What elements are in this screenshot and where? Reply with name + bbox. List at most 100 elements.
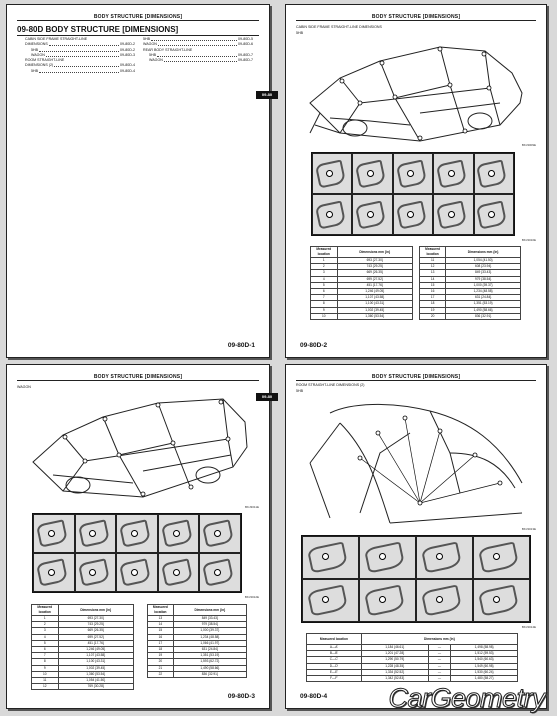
page-number: 09-80D-3 [227, 693, 255, 700]
variant-label: 5HB [296, 31, 303, 35]
figure-code: BKJ3014E [521, 625, 536, 629]
page-number: 09-80D-2 [300, 342, 328, 349]
toc-entry-title: CABIN SIDE FRAME STRAIGHT-LINE [25, 37, 88, 41]
toc-entry[interactable]: 5HB 09-80D-4 [25, 69, 135, 74]
car-body-diagram [309, 46, 523, 142]
subtitle: CABIN SIDE FRAME STRAIGHT-LINE DIMENSION… [296, 25, 382, 29]
toc-entry[interactable]: REAR BODY STRAIGHT-LINE [143, 48, 253, 53]
toc-entry-title: 5HB [31, 68, 38, 73]
toc-entry[interactable]: DIMENSIONS 09-80D-2 [25, 42, 135, 47]
wagon-body-diagram [32, 398, 248, 498]
toc-entry-page: 09-80D-4 [120, 63, 135, 68]
section-tab: 09-80 [256, 393, 278, 401]
toc-entry-page: 09-80D-2 [120, 42, 135, 47]
table-cell: 836 {32.91} [172, 670, 248, 678]
column-header: Measured location [147, 604, 174, 616]
toc-entry[interactable]: CABIN SIDE FRAME STRAIGHT-LINE [25, 37, 135, 42]
figure-code: BKJ3013E [521, 527, 536, 531]
toc-entry-title: DIMENSIONS (2) [25, 63, 54, 68]
header-rule [296, 380, 536, 381]
toc-entry-page: 09-80D-6 [238, 42, 253, 47]
table-cell: 12 [31, 683, 59, 691]
variant-label: WAGON [17, 385, 31, 389]
table-cell: 10 [310, 312, 338, 320]
figure-code: BKJ3010E [521, 238, 536, 242]
toc-leader [157, 53, 238, 57]
section-title: 09-80D BODY STRUCTURE [DIMENSIONS] [17, 25, 179, 34]
variant-label: 5HB [296, 389, 303, 393]
manual-page-2: BODY STRUCTURE [DIMENSIONS] CABIN SIDE F… [256, 4, 547, 358]
toc-entry[interactable]: ROOM STRAIGHT-LINE [25, 58, 135, 63]
detail-photo-grid [32, 513, 242, 593]
header-rule [17, 20, 259, 21]
manual-page-3: BODY STRUCTURE [DIMENSIONS] WAGON BKJ301… [6, 364, 270, 709]
toc-entry-title: WAGON [31, 52, 45, 57]
toc-entry-title: WAGON [149, 58, 163, 63]
page-header: BODY STRUCTURE [DIMENSIONS] [93, 14, 183, 20]
toc-entry-page: 09-80D-4 [120, 68, 135, 73]
toc-entry-title: 5HB [149, 52, 156, 57]
page-header: BODY STRUCTURE [DIMENSIONS] [371, 374, 461, 380]
toc-entry-title: WAGON [143, 42, 157, 47]
header-rule [296, 20, 536, 21]
toc-entry-title: REAR BODY STRAIGHT-LINE [143, 47, 193, 52]
section-rule [17, 35, 259, 36]
toc-leader [39, 69, 120, 73]
column-header: Measured location [418, 246, 447, 258]
detail-photo-grid [311, 152, 515, 236]
column-header: Dimensions mm {in} [172, 604, 248, 616]
figure-code: BKJ3009E [521, 143, 536, 147]
toc-leader [157, 42, 238, 47]
table-cell: F—F' [306, 674, 362, 683]
toc-entry[interactable]: WAGON 09-80D-6 [143, 42, 253, 47]
column-header: Dimensions mm {in} [445, 246, 521, 258]
toc-leader [151, 37, 238, 41]
page-number: 09-80D-1 [227, 342, 255, 349]
watermark-logo: CarGeometry [388, 683, 546, 714]
toc-entry-title: ROOM STRAIGHT-LINE [25, 58, 65, 63]
toc-leader [39, 48, 120, 52]
toc-entry-title: 5HB [143, 37, 150, 41]
table-cell: 20 [418, 312, 447, 320]
section-tab: 09-80 [256, 91, 278, 99]
table-cell: 1,360 {53.54} [336, 312, 414, 320]
table-row: F—F'1,342 {52.83}—1,480 {58.27} [306, 674, 518, 683]
table-cell: 769 {30.28} [57, 683, 135, 691]
manual-page-1: BODY STRUCTURE [DIMENSIONS] 09-80D BODY … [6, 4, 270, 358]
toc-entry-page: 09-80D-7 [238, 52, 253, 57]
column-header: Measured location [310, 246, 338, 258]
detail-photo-grid [301, 535, 531, 623]
column-header: Dimensions mm {in} [360, 633, 519, 645]
toc-entry-page: 09-80D-2 [120, 47, 135, 52]
toc-entry[interactable]: 5HB 09-80D-7 [143, 53, 253, 58]
table-cell: — [427, 674, 452, 683]
figure-code: BKJ3012E [244, 595, 259, 599]
table-cell: 22 [147, 670, 174, 678]
toc-entry-title: DIMENSIONS [25, 42, 48, 47]
header-rule [17, 380, 259, 381]
toc-entry[interactable]: DIMENSIONS (2) 09-80D-4 [25, 63, 135, 68]
column-header: Dimensions mm {in} [336, 246, 414, 258]
column-header: Measured location [31, 604, 59, 616]
manual-page-4: BODY STRUCTURE [DIMENSIONS] ROOM STRAIGH… [256, 364, 547, 709]
toc-leader [54, 63, 120, 68]
table-row: A—A'1,184 {46.61}—1,498 {58.98} [306, 643, 518, 652]
table-cell: 1,480 {58.27} [450, 674, 518, 683]
interior-frame-diagram [309, 403, 523, 524]
toc-leader [48, 42, 120, 47]
